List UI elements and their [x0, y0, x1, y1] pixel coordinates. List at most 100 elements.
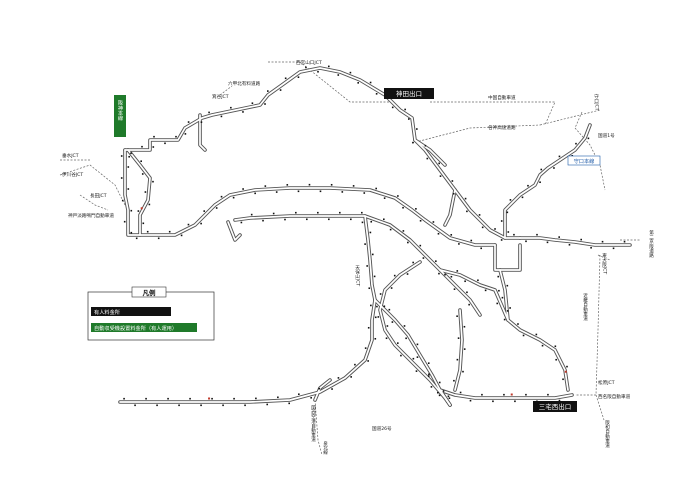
- toll-booth-marker-icon: [554, 345, 557, 348]
- toll-booth-marker-icon: [506, 284, 509, 287]
- badge-kanda-exit: 神田出口: [384, 88, 434, 99]
- toll-booth-marker-icon: [240, 221, 243, 224]
- legend-title: 凡例: [142, 288, 157, 297]
- toll-booth-marker-icon: [470, 239, 473, 242]
- toll-booth-marker-icon: [403, 325, 406, 327]
- road-network: [118, 66, 632, 407]
- label-tarumi-jct: 垂水JCT: [62, 152, 79, 159]
- label-nagata-jct: 長田JCT: [90, 193, 107, 199]
- toll-booth-marker-icon: [438, 272, 440, 275]
- toll-booth-marker-icon: [187, 223, 190, 226]
- label-kobe-jct: 箕谷JCT: [212, 93, 229, 100]
- toll-booth-marker-icon: [128, 155, 130, 158]
- toll-booth-marker-icon: [146, 230, 149, 233]
- toll-booth-marker-icon: [286, 184, 289, 186]
- toll-booth-marker-icon: [298, 393, 300, 396]
- toll-booth-marker-icon: [140, 160, 142, 163]
- toll-booth-marker-icon: [496, 302, 499, 305]
- toll-booth-marker-icon: [456, 358, 459, 361]
- toll-booth-marker-icon: [200, 222, 202, 225]
- toll-booth-marker-icon: [422, 257, 425, 259]
- toll-booth-marker-icon: [127, 188, 130, 190]
- toll-booth-marker-icon: [438, 162, 440, 165]
- toll-booth-marker-icon: [457, 337, 460, 339]
- toll-booth-marker-icon: [503, 393, 505, 396]
- toll-booth-marker-icon: [141, 145, 143, 148]
- toll-booth-marker-icon: [451, 180, 454, 182]
- toll-booth-marker-icon: [318, 387, 321, 390]
- toll-booth-marker-icon: [500, 220, 503, 222]
- toll-booth-marker-icon: [419, 244, 422, 247]
- toll-booth-marker-icon: [244, 404, 246, 407]
- toll-booth-marker-icon: [450, 234, 453, 236]
- toll-booth-marker-icon: [514, 400, 516, 403]
- toll-booth-marker-icon: [500, 239, 503, 241]
- toll-booth-marker-icon: [459, 391, 462, 394]
- toll-booth-marker-icon: [288, 402, 290, 405]
- toll-booth-marker-icon: [141, 173, 144, 175]
- label-hanwa-road: 阪和自動車道: [605, 419, 610, 449]
- toll-booth-marker-icon: [203, 210, 206, 212]
- toll-booth-marker-icon: [438, 394, 441, 397]
- toll-booth-marker-icon: [541, 344, 544, 347]
- toll-booth-marker-icon: [364, 347, 367, 349]
- toll-booth-marker-icon: [558, 236, 560, 238]
- toll-booth-marker-icon: [587, 137, 590, 140]
- toll-booth-marker-icon: [152, 180, 154, 183]
- toll-booth-marker-icon: [369, 81, 372, 84]
- label-rokko-kita: 六甲北有料道路: [228, 80, 261, 87]
- toll-booth-markers: [120, 65, 626, 407]
- toll-booth-marker-icon: [144, 191, 147, 193]
- toll-booth-marker-icon: [464, 197, 467, 200]
- toll-booth-marker-icon: [134, 404, 136, 407]
- toll-booth-marker-icon: [404, 108, 406, 111]
- toll-booth-marker-icon: [408, 118, 410, 120]
- toll-booth-marker-icon: [481, 226, 484, 229]
- toll-booth-marker-icon: [368, 287, 371, 290]
- label-ikawadani-jct: 伊川谷JCT: [62, 171, 83, 178]
- toll-booth-marker-icon: [383, 197, 386, 199]
- legend-manned-swatch: [91, 307, 171, 316]
- toll-booth-marker-icon: [536, 233, 538, 236]
- toll-booth-marker-icon: [328, 218, 330, 221]
- badge-hanshin-honsen: 阪神本線: [114, 95, 126, 137]
- toll-booth-marker-icon: [371, 253, 374, 256]
- toll-booth-marker-icon: [391, 321, 394, 323]
- toll-booth-marker-icon: [468, 303, 470, 306]
- toll-booth-marker-icon: [369, 231, 372, 234]
- toll-booth-marker-icon: [539, 181, 541, 184]
- toll-booth-marker-icon: [350, 376, 352, 378]
- badge-hanshin-honsen-text: 阪神本線: [117, 99, 123, 122]
- toll-booth-marker-icon: [501, 296, 504, 299]
- toll-booth-marker-icon: [406, 273, 409, 275]
- toll-booth-marker-icon: [509, 307, 511, 309]
- toll-booth-marker-icon: [167, 397, 169, 400]
- toll-booth-marker-icon: [375, 93, 378, 95]
- toll-booth-marker-icon: [437, 232, 440, 235]
- toll-booth-marker-icon: [564, 370, 567, 373]
- toll-booth-marker-icon: [507, 231, 510, 233]
- toll-booth-marker-icon: [164, 142, 166, 145]
- toll-booth-marker-icon: [494, 228, 496, 230]
- toll-booth-marker-icon: [402, 206, 404, 209]
- toll-booth-marker-icon: [262, 219, 264, 222]
- toll-booth-marker-icon: [463, 325, 466, 328]
- toll-booth-marker-icon: [466, 210, 468, 213]
- toll-booth-marker-icon: [601, 240, 604, 243]
- toll-booth-marker-icon: [337, 74, 340, 76]
- toll-booth-marker-icon: [517, 323, 519, 325]
- toll-booth-marker-icon: [562, 378, 564, 381]
- toll-booth-marker-icon: [327, 65, 330, 68]
- toll-booth-marker-icon: [120, 177, 123, 179]
- toll-booth-marker-icon: [453, 288, 456, 290]
- toll-booth-marker-icon: [200, 121, 203, 123]
- toll-booth-marker-icon: [266, 403, 269, 406]
- toll-booth-marker-icon: [211, 397, 213, 400]
- toll-booth-marker-icon: [264, 185, 267, 187]
- toll-booth-marker-icon: [407, 241, 409, 244]
- toll-booth-marker-icon: [361, 211, 363, 214]
- toll-booth-marker-icon: [189, 397, 191, 400]
- toll-booth-marker-icon: [180, 234, 183, 237]
- label-nishikyo-jct: 西宮山口JCT: [296, 59, 322, 66]
- label-kobe-awaji: 神戸淡路鳴門自動車道: [68, 212, 114, 219]
